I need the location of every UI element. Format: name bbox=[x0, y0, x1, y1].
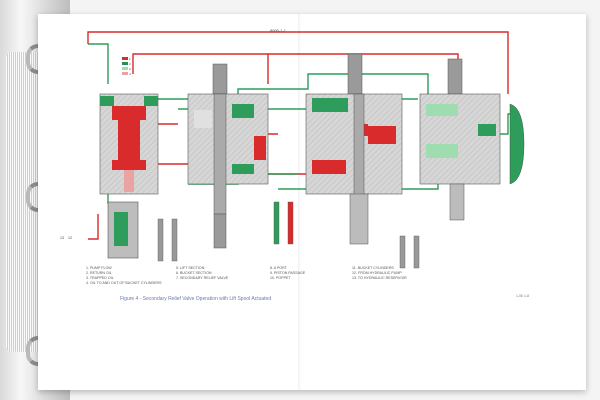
bucket-cylinders bbox=[157, 201, 420, 269]
color-key-label: 3 bbox=[129, 66, 131, 71]
legend-column-3: 8. A PORT 9. PISTON PASSAGE 10. POPPET bbox=[270, 266, 305, 281]
legend-item: 9. PISTON PASSAGE bbox=[270, 271, 306, 275]
valve-body-1 bbox=[99, 93, 159, 259]
legend-column-2: 5. LIFT SECTION 6. BUCKET SECTION 7. SEC… bbox=[176, 266, 228, 281]
part-number-13: 13 bbox=[60, 236, 64, 240]
legend-column-4: 11. BUCKET CYLINDERS 12. FROM HYDRAULIC … bbox=[352, 266, 407, 281]
color-key-label: 1 bbox=[129, 56, 131, 61]
legend-item: 6. BUCKET SECTION bbox=[176, 271, 212, 275]
page-id: 8000-1-1 bbox=[270, 28, 287, 33]
legend-item: 10. POPPET bbox=[270, 276, 291, 280]
valve-body-3 bbox=[305, 53, 403, 245]
color-swatch bbox=[122, 62, 128, 65]
valve-body-2 bbox=[187, 63, 269, 249]
color-swatch bbox=[122, 72, 128, 75]
color-swatch bbox=[122, 57, 128, 60]
legend-item: 5. LIFT SECTION bbox=[176, 266, 205, 270]
color-key-item: 4 bbox=[122, 71, 131, 76]
part-number-12: 12 bbox=[68, 236, 72, 240]
valve-body-4 bbox=[419, 58, 525, 221]
color-key-label: 2 bbox=[129, 61, 131, 66]
color-key-label: 4 bbox=[129, 71, 131, 76]
legend-item: 8. A PORT bbox=[270, 266, 287, 270]
figure-reference: 1-06 1-8 bbox=[516, 294, 530, 298]
legend-column-1: 1. PUMP FLOW 2. RETURN OIL 3. TRAPPED OI… bbox=[86, 266, 162, 286]
legend-item: 1. PUMP FLOW bbox=[86, 266, 112, 270]
legend-item: 4. OIL TO AND OUT OF BUCKET CYLINDERS bbox=[86, 281, 162, 285]
legend-item: 7. SECONDARY RELIEF VALVE bbox=[176, 276, 229, 280]
color-key-item: 3 bbox=[122, 66, 131, 71]
color-key-item: 1 bbox=[122, 56, 131, 61]
hydraulic-diagram bbox=[87, 31, 525, 269]
legend-item: 13. TO HYDRAULIC RESERVOIR bbox=[352, 276, 407, 280]
legend-item: 12. FROM HYDRAULIC PUMP bbox=[352, 271, 402, 275]
legend-item: 11. BUCKET CYLINDERS bbox=[352, 266, 394, 270]
figure-caption: Figure 4 - Secondary Relief Valve Operat… bbox=[120, 296, 272, 302]
color-key-item: 2 bbox=[122, 61, 131, 66]
page-fold bbox=[298, 14, 301, 390]
color-swatch bbox=[122, 67, 128, 70]
legend-item: 3. TRAPPED OIL bbox=[86, 276, 114, 280]
legend-item: 2. RETURN OIL bbox=[86, 271, 112, 275]
